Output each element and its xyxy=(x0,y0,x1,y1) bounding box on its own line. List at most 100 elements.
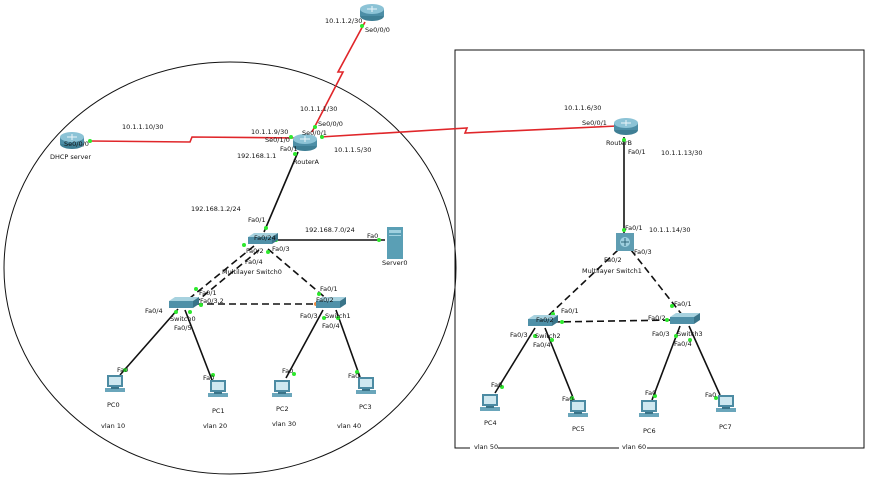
router-a-name: RouterA xyxy=(293,158,320,166)
label-sw3-fa01: Fa0/1 xyxy=(674,300,692,308)
vlan-note-10: vlan 10 xyxy=(101,422,125,430)
link-sw2-pc5 xyxy=(544,327,575,401)
ethernet-links xyxy=(119,137,721,401)
label-pc3-fa0: Fa0 xyxy=(348,372,359,380)
label-server-fa0: Fa0 xyxy=(367,232,378,240)
pc0-name: PC0 xyxy=(107,401,120,409)
switch3-name: Switch3 xyxy=(677,330,703,338)
label-ra-se001: Se0/0/1 xyxy=(302,129,327,137)
link-sw0-pc1 xyxy=(184,309,213,381)
link-sw1-pc2 xyxy=(285,309,324,379)
label-sw3-fa04: Fa0/4 xyxy=(674,340,692,348)
label-mls0-ip: 192.168.1.2/24 xyxy=(191,205,241,213)
label-sw2-fa04: Fa0/4 xyxy=(533,341,551,349)
vlan-note-40: vlan 40 xyxy=(337,422,361,430)
label-sw2-fa01: Fa0/1 xyxy=(561,307,579,315)
link-routera-routerb[interactable] xyxy=(319,125,618,138)
multilayer-switch1[interactable] xyxy=(615,232,635,252)
label-dhcp-port: Se0/0/0 xyxy=(64,140,89,148)
switch0[interactable] xyxy=(169,297,199,308)
pc1[interactable] xyxy=(208,380,228,397)
label-sw1-fa04: Fa0/4 xyxy=(322,322,340,330)
label-mls1-fa03: Fa0/3 xyxy=(634,248,652,256)
label-server-net: 192.168.7.0/24 xyxy=(305,226,355,234)
link-routera-mls0[interactable] xyxy=(263,151,299,233)
label-rb-fa01: Fa0/1 xyxy=(628,148,646,156)
label-top-ip: 10.1.1.2/30 xyxy=(325,17,362,25)
label-sw3-fa03: Fa0/3 xyxy=(652,330,670,338)
switch3[interactable] xyxy=(670,313,700,324)
site-a-boundary xyxy=(3,61,457,475)
label-sw0-fa04: Fa0/4 xyxy=(145,307,163,315)
mls0-name: Multilayer Switch0 xyxy=(222,268,282,276)
label-mls0-fa024: Fa0/24 xyxy=(254,234,276,242)
router-b[interactable] xyxy=(613,117,639,136)
label-mls0-fa02: Fa0/2 xyxy=(246,247,264,255)
label-pc1-fa0: Fa0 xyxy=(203,374,214,382)
label-mls0-fa04: Fa0/4 xyxy=(245,258,263,266)
link-sw3-pc6 xyxy=(651,325,681,401)
pc4-name: PC4 xyxy=(484,419,497,427)
vlan-note-20: vlan 20 xyxy=(203,422,227,430)
router-b-name: RouterB xyxy=(606,139,632,147)
pc7-name: PC7 xyxy=(719,423,732,431)
port-indicators xyxy=(88,24,718,400)
site-b-boundary xyxy=(454,49,865,449)
link-sw0-pc0 xyxy=(119,308,179,376)
pc1-name: PC1 xyxy=(212,407,225,415)
vlan-note-50: vlan 50 xyxy=(474,443,498,451)
label-ra-se000: Se0/0/0 xyxy=(318,120,343,128)
pc0[interactable] xyxy=(105,375,125,392)
server0[interactable] xyxy=(387,227,403,259)
dhcp-server-name: DHCP server xyxy=(50,153,91,161)
label-rb-se001: Se0/0/1 xyxy=(582,119,607,127)
top-router[interactable] xyxy=(359,3,385,22)
label-dhcp-ip: 10.1.1.10/30 xyxy=(122,123,163,131)
label-ra-fa01: Fa0/1 xyxy=(280,145,298,153)
label-ra-ip-top: 10.1.1.1/30 xyxy=(300,105,337,113)
serial-links xyxy=(89,21,618,143)
label-sw0-fa05: Fa0/5 xyxy=(174,324,192,332)
label-pc5-fa0: Fa0 xyxy=(562,395,573,403)
switch1-name: Switch1 xyxy=(325,312,351,320)
label-pc4-fa0: Fa0 xyxy=(491,381,502,389)
label-pc0-fa0: Fa0 xyxy=(117,366,128,374)
switch2-name: Switch2 xyxy=(535,332,561,340)
label-mls0-fa03: Fa0/3 xyxy=(272,245,290,253)
label-ra-ip-right: 10.1.1.5/30 xyxy=(334,146,371,154)
switch0-name: Switch0 xyxy=(170,315,196,323)
label-sw2-fa03: Fa0/3 xyxy=(510,331,528,339)
label-sw1-fa01: Fa0/1 xyxy=(320,285,338,293)
label-rb-ip: 10.1.1.6/30 xyxy=(564,104,601,112)
label-sw3-fa02: Fa0/2 xyxy=(648,314,666,322)
label-sw1-fa03: Fa0/3 xyxy=(300,312,318,320)
link-routera-dhcp[interactable] xyxy=(89,136,299,143)
link-sw1-pc3 xyxy=(335,309,361,378)
pc6[interactable] xyxy=(639,400,659,417)
vlan-note-60: vlan 60 xyxy=(622,443,646,451)
server0-name: Server0 xyxy=(382,259,407,267)
pc5-name: PC5 xyxy=(572,425,585,433)
label-sw0-fa01: Fa0/1 xyxy=(199,289,217,297)
label-top-port: Se0/0/0 xyxy=(365,26,390,34)
label-mls0-fa01: Fa0/1 xyxy=(248,216,266,224)
vlan-note-30: vlan 30 xyxy=(272,420,296,428)
pc2[interactable] xyxy=(272,380,292,397)
label-mls1-ip: 10.1.1.14/30 xyxy=(649,226,690,234)
label-rb-ip-lan: 10.1.1.13/30 xyxy=(661,149,702,157)
trunk-links xyxy=(189,245,684,323)
link-top-router-routera[interactable] xyxy=(311,21,366,133)
label-pc2-fa0: Fa0 xyxy=(282,367,293,375)
label-pc7-fa0: Fa0 xyxy=(705,391,716,399)
label-sw1-fa02: Fa0/2 xyxy=(316,296,334,304)
label-ra-lan: 192.168.1.1 xyxy=(237,152,276,160)
label-sw2-fa02: Fa0/2 xyxy=(536,316,554,324)
label-pc6-fa0: Fa0 xyxy=(645,389,656,397)
pc7[interactable] xyxy=(716,395,736,412)
pc3-name: PC3 xyxy=(359,403,372,411)
pc2-name: PC2 xyxy=(276,405,289,413)
mls1-name: Multilayer Switch1 xyxy=(582,267,642,275)
label-ra-ip-left: 10.1.1.9/30 xyxy=(251,128,288,136)
pc4[interactable] xyxy=(480,394,500,411)
